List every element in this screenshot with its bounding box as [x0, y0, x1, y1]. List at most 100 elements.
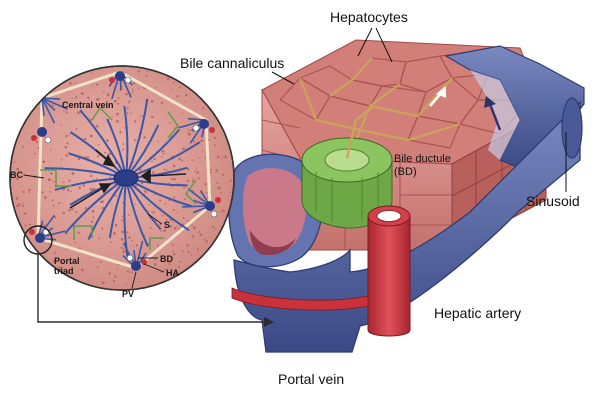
texture-speck	[182, 217, 185, 219]
texture-speck	[222, 209, 225, 213]
texture-speck	[144, 234, 146, 236]
sinusoid-branch	[41, 97, 69, 110]
texture-speck	[103, 91, 105, 93]
texture-speck	[162, 152, 165, 155]
texture-speck	[122, 148, 125, 151]
texture-speck	[170, 177, 173, 180]
texture-speck	[205, 240, 208, 243]
texture-speck	[199, 233, 203, 236]
texture-speck	[123, 250, 126, 253]
texture-speck	[82, 184, 86, 187]
texture-speck	[23, 212, 27, 215]
texture-speck	[75, 211, 78, 214]
texture-speck	[121, 219, 124, 222]
texture-speck	[132, 245, 135, 247]
texture-speck	[133, 120, 137, 123]
texture-speck	[86, 156, 89, 159]
texture-speck	[71, 172, 75, 175]
texture-speck	[188, 219, 190, 222]
texture-speck	[172, 82, 175, 84]
texture-speck	[187, 129, 190, 132]
portal-vein-lumen-shade	[250, 230, 296, 256]
label-bile-ductule: Bile ductule(BD)	[394, 153, 451, 178]
texture-speck	[151, 160, 153, 163]
texture-speck	[119, 131, 122, 134]
leader-hepatocytes	[357, 27, 393, 63]
texture-speck	[65, 233, 68, 235]
texture-speck	[143, 136, 146, 139]
texture-speck	[179, 261, 182, 263]
texture-speck	[71, 97, 73, 99]
texture-speck	[90, 134, 93, 138]
texture-speck	[178, 157, 181, 161]
leader-bile-cannaliculus	[271, 71, 295, 85]
texture-speck	[203, 238, 206, 240]
texture-speck	[190, 254, 193, 257]
texture-speck	[213, 136, 217, 140]
texture-speck	[41, 191, 44, 194]
texture-speck	[139, 280, 141, 283]
texture-speck	[113, 232, 116, 235]
texture-speck	[60, 124, 62, 126]
texture-speck	[163, 229, 166, 232]
inset-label-ha: HA	[166, 268, 179, 278]
portal-triad-left	[29, 228, 50, 243]
texture-speck	[153, 263, 157, 266]
texture-speck	[150, 100, 154, 103]
texture-speck	[185, 93, 188, 97]
texture-speck	[154, 259, 156, 262]
texture-speck	[125, 92, 128, 96]
texture-speck	[127, 101, 131, 104]
texture-speck	[169, 218, 171, 220]
texture-speck	[54, 251, 57, 254]
texture-speck	[200, 139, 203, 143]
texture-speck	[13, 161, 16, 164]
texture-speck	[134, 203, 136, 205]
inset-label-bd: BD	[160, 254, 173, 264]
texture-speck	[120, 238, 124, 241]
texture-speck	[106, 139, 109, 142]
texture-speck	[122, 251, 125, 254]
texture-speck	[98, 237, 101, 240]
texture-speck	[112, 279, 115, 283]
texture-speck	[195, 168, 197, 170]
texture-speck	[62, 211, 65, 215]
texture-speck	[101, 227, 104, 230]
texture-speck	[209, 168, 212, 171]
texture-speck	[114, 194, 117, 197]
texture-speck	[122, 248, 125, 250]
texture-speck	[33, 152, 36, 155]
texture-speck	[197, 231, 200, 234]
texture-speck	[95, 98, 99, 101]
texture-speck	[89, 188, 93, 192]
inset-leader-bc	[23, 174, 45, 179]
texture-speck	[52, 181, 55, 183]
portal-vein-body	[233, 100, 581, 353]
texture-speck	[63, 181, 65, 184]
texture-speck	[91, 72, 93, 74]
texture-speck	[125, 283, 128, 286]
texture-speck	[74, 97, 77, 99]
texture-speck	[68, 179, 71, 182]
texture-speck	[122, 143, 125, 145]
texture-speck	[213, 144, 216, 147]
texture-speck	[183, 186, 185, 189]
texture-speck	[78, 247, 82, 250]
texture-speck	[157, 140, 159, 143]
portal-triad-top-left	[31, 127, 52, 144]
lobule-block	[228, 39, 585, 353]
texture-speck	[111, 115, 113, 118]
texture-speck	[89, 187, 92, 189]
texture-speck	[211, 225, 214, 228]
texture-speck	[96, 178, 98, 180]
texture-speck	[126, 107, 129, 110]
texture-speck	[224, 155, 228, 159]
texture-speck	[116, 268, 118, 270]
texture-speck	[146, 70, 149, 73]
texture-speck	[88, 99, 90, 101]
texture-speck	[196, 248, 200, 251]
texture-speck	[126, 231, 129, 234]
texture-speck	[215, 169, 219, 172]
portal-triad-bottom	[126, 254, 147, 271]
